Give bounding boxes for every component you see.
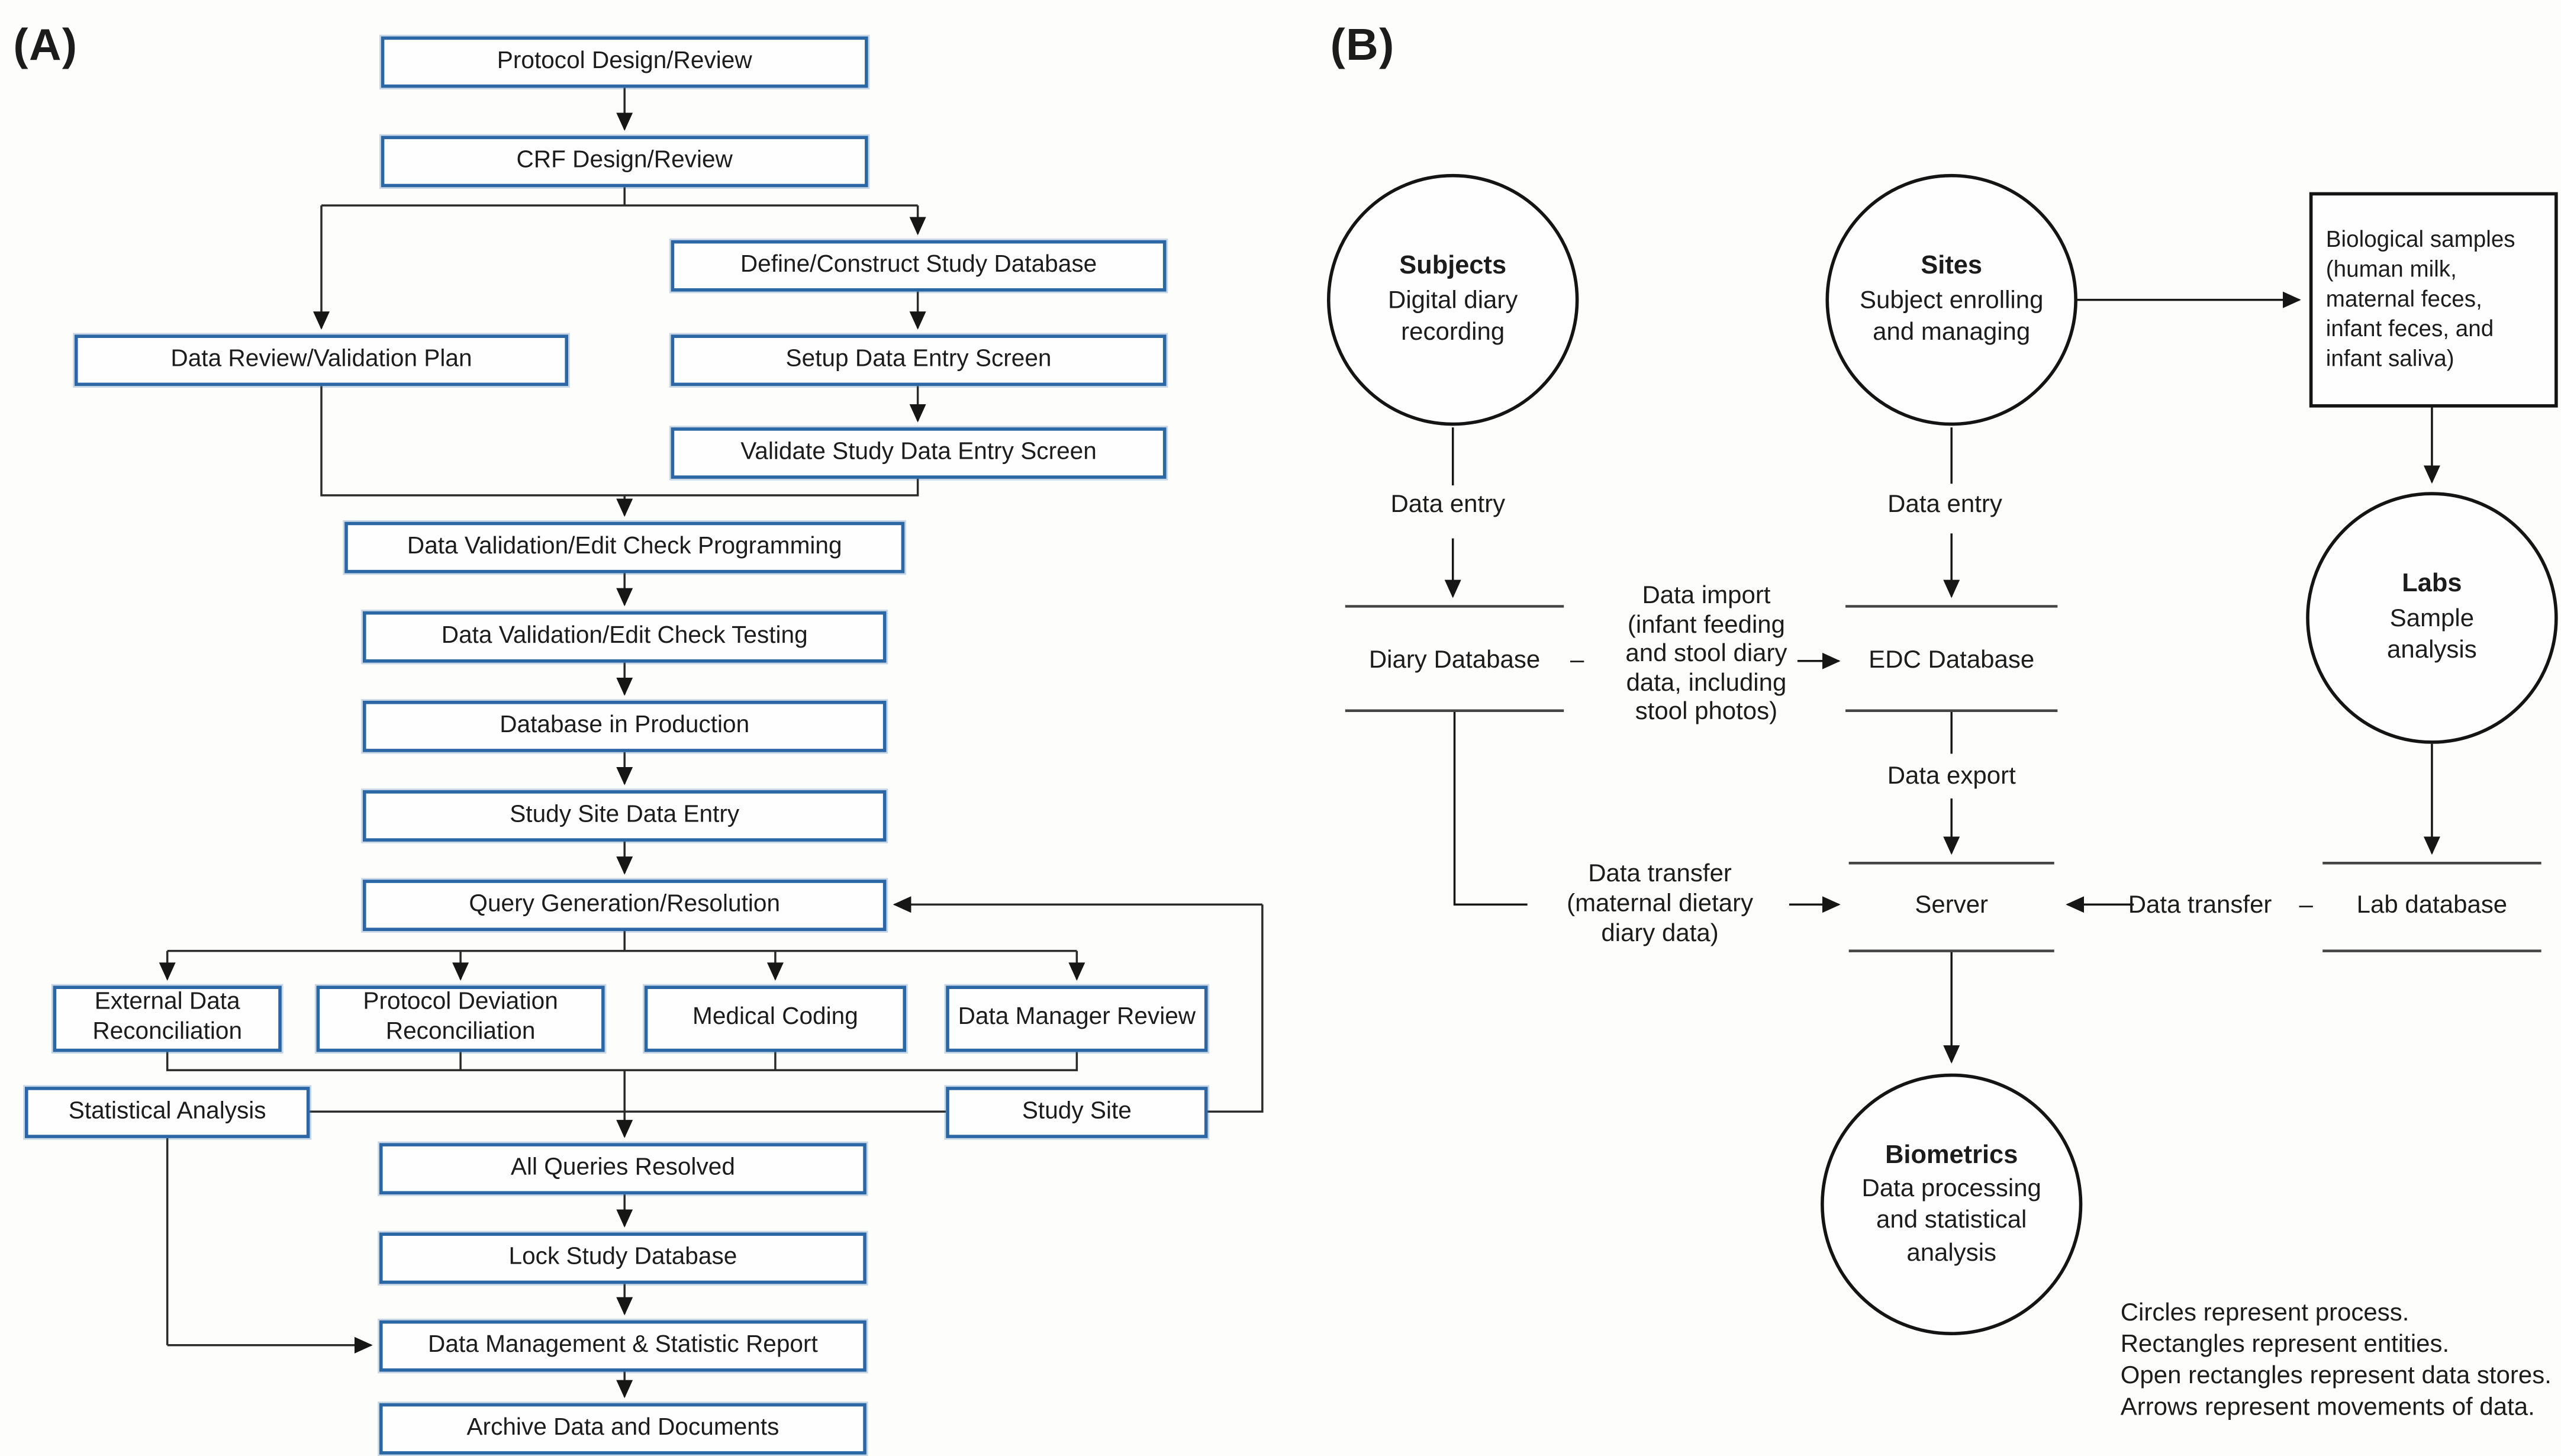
legend-line-circles: Circles represent process. <box>2120 1299 2409 1327</box>
datastore-server: Server <box>1915 891 1989 920</box>
node-lock-study-database: Lock Study Database <box>379 1232 866 1284</box>
node-edit-check-programming: Data Validation/Edit Check Programming <box>344 521 905 574</box>
node-edit-check-testing: Data Validation/Edit Check Testing <box>362 611 887 663</box>
node-protocol-design-review: Protocol Design/Review <box>381 36 868 88</box>
datastore-lab-database: Lab database <box>2356 891 2508 920</box>
node-data-management-statistic-report: Data Management & Statistic Report <box>379 1320 866 1372</box>
process-subjects: Subjects Digital diary recording <box>1326 173 1579 426</box>
process-subjects-title: Subjects <box>1399 252 1507 281</box>
panel-b-label: (B) <box>1330 20 1395 70</box>
node-statistical-analysis: Statistical Analysis <box>24 1087 310 1138</box>
process-labs-title: Labs <box>2402 571 2462 599</box>
panel-a-label: (A) <box>13 20 78 70</box>
flow-data-transfer-lab: Data transfer <box>2128 891 2272 920</box>
legend-line-open-rectangles: Open rectangles represent data stores. <box>2120 1361 2552 1390</box>
node-archive-data-and-documents: Archive Data and Documents <box>379 1403 866 1455</box>
node-study-site: Study Site <box>946 1087 1208 1138</box>
process-sites-title: Sites <box>1921 252 1983 281</box>
node-define-construct-study-database: Define/Construct Study Database <box>671 240 1167 292</box>
process-biometrics-desc: Data processing and statistical analysis <box>1861 1174 2041 1267</box>
node-validate-study-data-entry-screen: Validate Study Data Entry Screen <box>671 427 1167 479</box>
flow-data-entry-subjects: Data entry <box>1390 490 1506 519</box>
dash-connector-lab: – <box>2299 891 2313 920</box>
process-labs: Labs Sample analysis <box>2306 492 2558 744</box>
node-setup-data-entry-screen: Setup Data Entry Screen <box>671 334 1167 386</box>
flow-data-import: Data import (infant feeding and stool di… <box>1625 581 1787 726</box>
datastore-diary-database: Diary Database <box>1368 646 1541 675</box>
process-sites: Sites Subject enrolling and managing <box>1825 173 2077 426</box>
node-query-generation-resolution: Query Generation/Resolution <box>362 880 887 932</box>
process-subjects-desc: Digital diary recording <box>1388 286 1518 347</box>
node-protocol-deviation-reconciliation: Protocol Deviation Reconciliation <box>316 985 605 1052</box>
process-sites-desc: Subject enrolling and managing <box>1860 286 2044 347</box>
legend-line-rectangles: Rectangles represent entities. <box>2120 1330 2450 1359</box>
legend-line-arrows: Arrows represent movements of data. <box>2120 1393 2535 1422</box>
node-external-data-reconciliation: External Data Reconciliation <box>53 985 282 1052</box>
node-database-in-production: Database in Production <box>362 700 887 752</box>
process-biometrics-title: Biometrics <box>1885 1141 2018 1170</box>
entity-biological-samples: Biological samples (human milk, maternal… <box>2309 192 2558 408</box>
node-data-manager-review: Data Manager Review <box>946 985 1208 1052</box>
node-data-review-validation-plan: Data Review/Validation Plan <box>74 334 569 386</box>
node-study-site-data-entry: Study Site Data Entry <box>362 790 887 842</box>
datastore-edc-database: EDC Database <box>1869 646 2035 675</box>
process-biometrics: Biometrics Data processing and statistic… <box>1821 1073 2083 1335</box>
dash-connector-diary: – <box>1570 646 1584 675</box>
flow-data-export: Data export <box>1887 762 2016 791</box>
node-crf-design-review: CRF Design/Review <box>381 136 868 188</box>
node-medical-coding: Medical Coding <box>644 985 907 1052</box>
flow-data-transfer-diary: Data transfer (maternal dietary diary da… <box>1567 859 1754 948</box>
node-all-queries-resolved: All Queries Resolved <box>379 1143 866 1195</box>
flow-data-entry-sites: Data entry <box>1887 490 2002 519</box>
process-labs-desc: Sample analysis <box>2387 604 2477 665</box>
